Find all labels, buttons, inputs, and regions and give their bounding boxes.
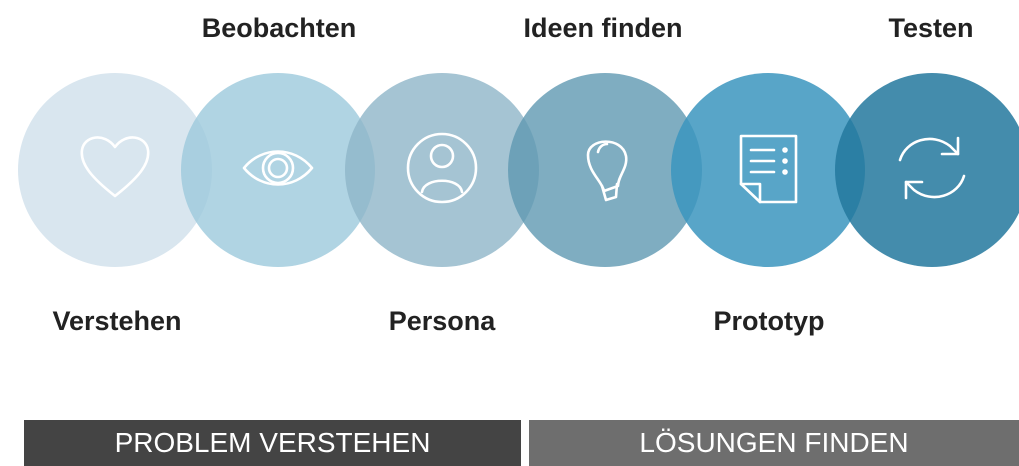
circle-prototyp xyxy=(671,73,865,267)
step-label-testen: Testen xyxy=(888,13,974,43)
user-icon xyxy=(406,132,478,204)
step-label-prototyp: Prototyp xyxy=(713,306,825,336)
refresh-icon xyxy=(898,136,966,200)
step-label-verstehen: Verstehen xyxy=(52,306,182,336)
lightbulb-icon xyxy=(586,140,628,202)
eye-icon xyxy=(242,150,314,186)
step-label-persona: Persona xyxy=(388,306,496,336)
circle-ideen-finden xyxy=(508,73,702,267)
phase-bar-loesungen-finden: LÖSUNGEN FINDEN xyxy=(529,420,1019,466)
heart-icon xyxy=(80,136,150,198)
phase-bar-problem-verstehen: PROBLEM VERSTEHEN xyxy=(24,420,521,466)
circle-beobachten xyxy=(181,73,375,267)
document-icon xyxy=(739,134,798,204)
step-label-beobachten: Beobachten xyxy=(201,13,357,43)
step-label-ideen-finden: Ideen finden xyxy=(523,13,683,43)
circle-persona xyxy=(345,73,539,267)
phase-label-loesungen-finden: LÖSUNGEN FINDEN xyxy=(639,427,909,458)
phase-label-problem-verstehen: PROBLEM VERSTEHEN xyxy=(114,427,431,458)
circle-testen xyxy=(835,73,1019,267)
circle-verstehen xyxy=(18,73,212,267)
